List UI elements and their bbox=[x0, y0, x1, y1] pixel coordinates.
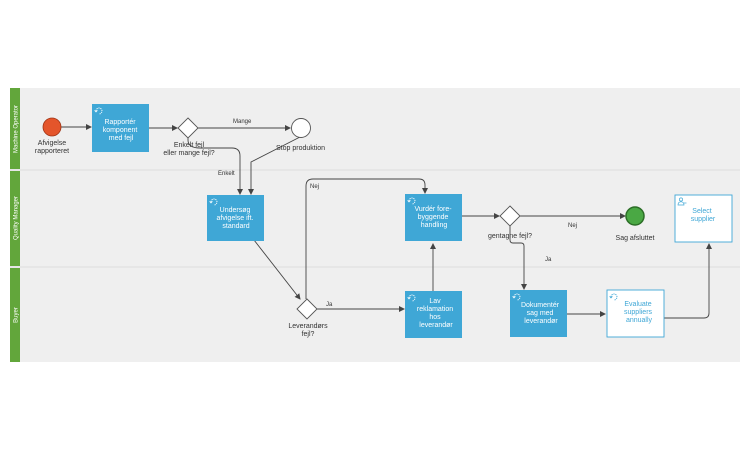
task-label: Rapportér komponent med fejl bbox=[103, 119, 140, 142]
gateway-diamond-icon[interactable] bbox=[499, 205, 521, 227]
lane-header-buyer[interactable] bbox=[10, 268, 20, 362]
gateway-label: Enkelt fejl bbox=[174, 142, 205, 149]
task-undersog[interactable]: Undersøg afvigelse ift. standard bbox=[207, 195, 264, 241]
gateway-label: eller mange fejl? bbox=[163, 150, 214, 157]
flow-label-nej: Nej bbox=[310, 184, 319, 190]
task-select[interactable]: Select supplier bbox=[674, 194, 733, 243]
flow-label-mange: Mange bbox=[233, 119, 252, 125]
task-label: Select supplier bbox=[691, 208, 716, 223]
gateway-label: Leverandørs bbox=[288, 323, 328, 330]
task-label: Lav reklamation hos leverandør bbox=[417, 298, 455, 329]
flow-undersog-to-gateway[interactable] bbox=[253, 239, 301, 300]
gateway-gentagne[interactable] bbox=[499, 205, 521, 227]
end-event-label: Sag afsluttet bbox=[616, 235, 655, 242]
start-event[interactable] bbox=[42, 117, 62, 137]
sequence-flows bbox=[61, 124, 712, 319]
flow-label-enkelt: Enkelt bbox=[218, 171, 235, 177]
task-label: Dokumentér sag med leverandør bbox=[521, 302, 561, 325]
lane-header-machine-operator[interactable] bbox=[10, 88, 20, 169]
lane-label-buyer: Buyer bbox=[14, 307, 20, 323]
task-label: Undersøg afvigelse ift. standard bbox=[217, 207, 256, 230]
task-rapporter[interactable]: Rapportér komponent med fejl bbox=[92, 104, 149, 152]
lane-label-machine-operator: Machine Operator bbox=[14, 105, 20, 153]
lane-label-quality-manager: Quality Manager bbox=[14, 196, 20, 240]
end-event[interactable] bbox=[625, 206, 645, 226]
start-event-label: rapporteret bbox=[35, 148, 69, 155]
stop-event-label: Stop produktion bbox=[276, 145, 325, 152]
task-vurder[interactable]: Vurdér fore- byggende handling bbox=[405, 194, 462, 241]
flow-enkelt[interactable] bbox=[187, 137, 243, 195]
flow-label-nej: Nej bbox=[568, 223, 577, 229]
task-lav[interactable]: Lav reklamation hos leverandør bbox=[405, 291, 462, 338]
task-label: Vurdér fore- byggende handling bbox=[414, 206, 453, 229]
intermediate-event-icon[interactable] bbox=[291, 118, 311, 138]
task-label: Evaluate suppliers annually bbox=[624, 301, 654, 324]
flow-stop-to-undersog[interactable] bbox=[248, 136, 301, 195]
flow-ja-to-dokumenter[interactable] bbox=[509, 226, 527, 290]
start-event-icon[interactable] bbox=[42, 117, 62, 137]
user-task-icon bbox=[677, 197, 687, 206]
gateway-label: gentagne fejl? bbox=[488, 233, 532, 240]
flow-nej-to-vurder[interactable] bbox=[305, 178, 428, 299]
end-event-icon[interactable] bbox=[625, 206, 645, 226]
gateway-diamond-icon[interactable] bbox=[296, 298, 318, 320]
gateway-leverandor[interactable] bbox=[296, 298, 318, 320]
flow-evaluate-to-select[interactable] bbox=[664, 243, 712, 319]
flow-label-ja: Ja bbox=[326, 302, 333, 308]
gateway-diamond-icon[interactable] bbox=[177, 117, 199, 139]
flow-label-ja: Ja bbox=[545, 257, 552, 263]
task-dokumenter[interactable]: Dokumentér sag med leverandør bbox=[510, 290, 567, 337]
task-box[interactable] bbox=[207, 195, 264, 241]
stop-event[interactable] bbox=[291, 118, 311, 138]
gateway-label: fejl? bbox=[302, 331, 315, 338]
start-event-label: Afvigelse bbox=[38, 140, 67, 147]
task-evaluate[interactable]: Evaluate suppliers annually bbox=[606, 289, 665, 338]
lane-header-quality-manager[interactable] bbox=[10, 171, 20, 266]
gateway-enkelt[interactable] bbox=[177, 117, 199, 139]
